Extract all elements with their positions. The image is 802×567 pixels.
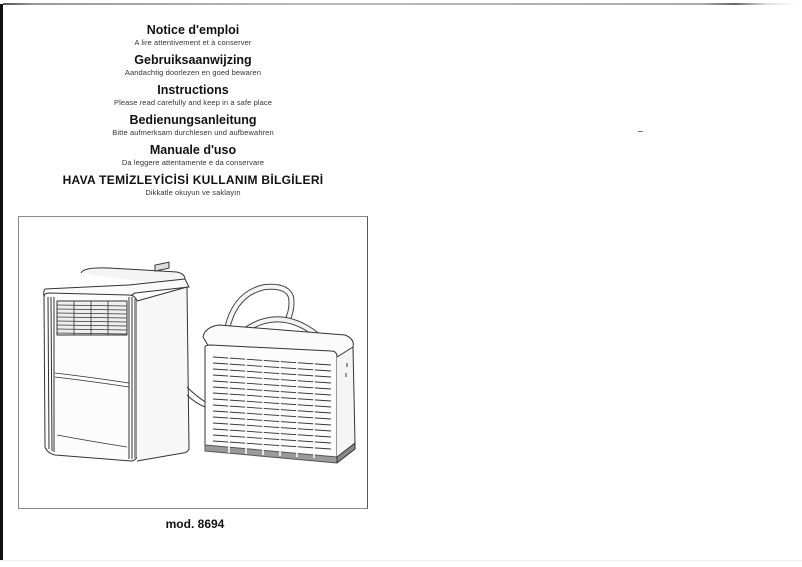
outdoor-unit [202, 283, 356, 464]
page-binding-edge [0, 4, 3, 560]
page-top-edge [3, 3, 798, 5]
heading-subtitle: Dikkatle okuyun ve saklayın [145, 188, 241, 197]
heading-title: Notice d'emploi [146, 23, 240, 37]
air-conditioner-illustration [43, 261, 356, 464]
indoor-unit [43, 261, 190, 462]
page-bottom-edge [0, 560, 802, 561]
model-number: mod. 8694 [165, 517, 225, 531]
heading-title: HAVA TEMİZLEYİCİSİ KULLANIM BİLGİLERİ [62, 173, 324, 187]
heading-subtitle: A lire attentivement et à conserver [134, 38, 252, 47]
connecting-hose [186, 386, 208, 408]
heading-turkish: HAVA TEMİZLEYİCİSİ KULLANIM BİLGİLERİ Di… [0, 172, 386, 198]
heading-subtitle: Da leggere attentamente e da conservare [121, 158, 265, 167]
heading-subtitle: Bitte aufmerksam durchlesen und aufbewah… [112, 128, 274, 137]
heading-title: Instructions [157, 83, 229, 97]
heading-italian: Manuale d'uso Da leggere attentamente e … [0, 142, 386, 168]
heading-title: Gebruiksaanwijzing [134, 53, 252, 67]
heading-title: Bedienungsanleitung [129, 113, 257, 127]
scan-speck [638, 131, 643, 132]
product-illustration-frame [18, 216, 368, 509]
heading-german: Bedienungsanleitung Bitte aufmerksam dur… [0, 112, 386, 138]
heading-dutch: Gebruiksaanwijzing Aandachtig doorlezen … [0, 52, 386, 78]
heading-english: Instructions Please read carefully and k… [0, 82, 386, 108]
heading-french: Notice d'emploi A lire attentivement et … [0, 22, 386, 48]
cover-titles: Notice d'emploi A lire attentivement et … [0, 22, 386, 202]
heading-subtitle: Aandachtig doorlezen en goed bewaren [124, 68, 262, 77]
heading-subtitle: Please read carefully and keep in a safe… [113, 98, 273, 107]
heading-title: Manuale d'uso [149, 143, 237, 157]
